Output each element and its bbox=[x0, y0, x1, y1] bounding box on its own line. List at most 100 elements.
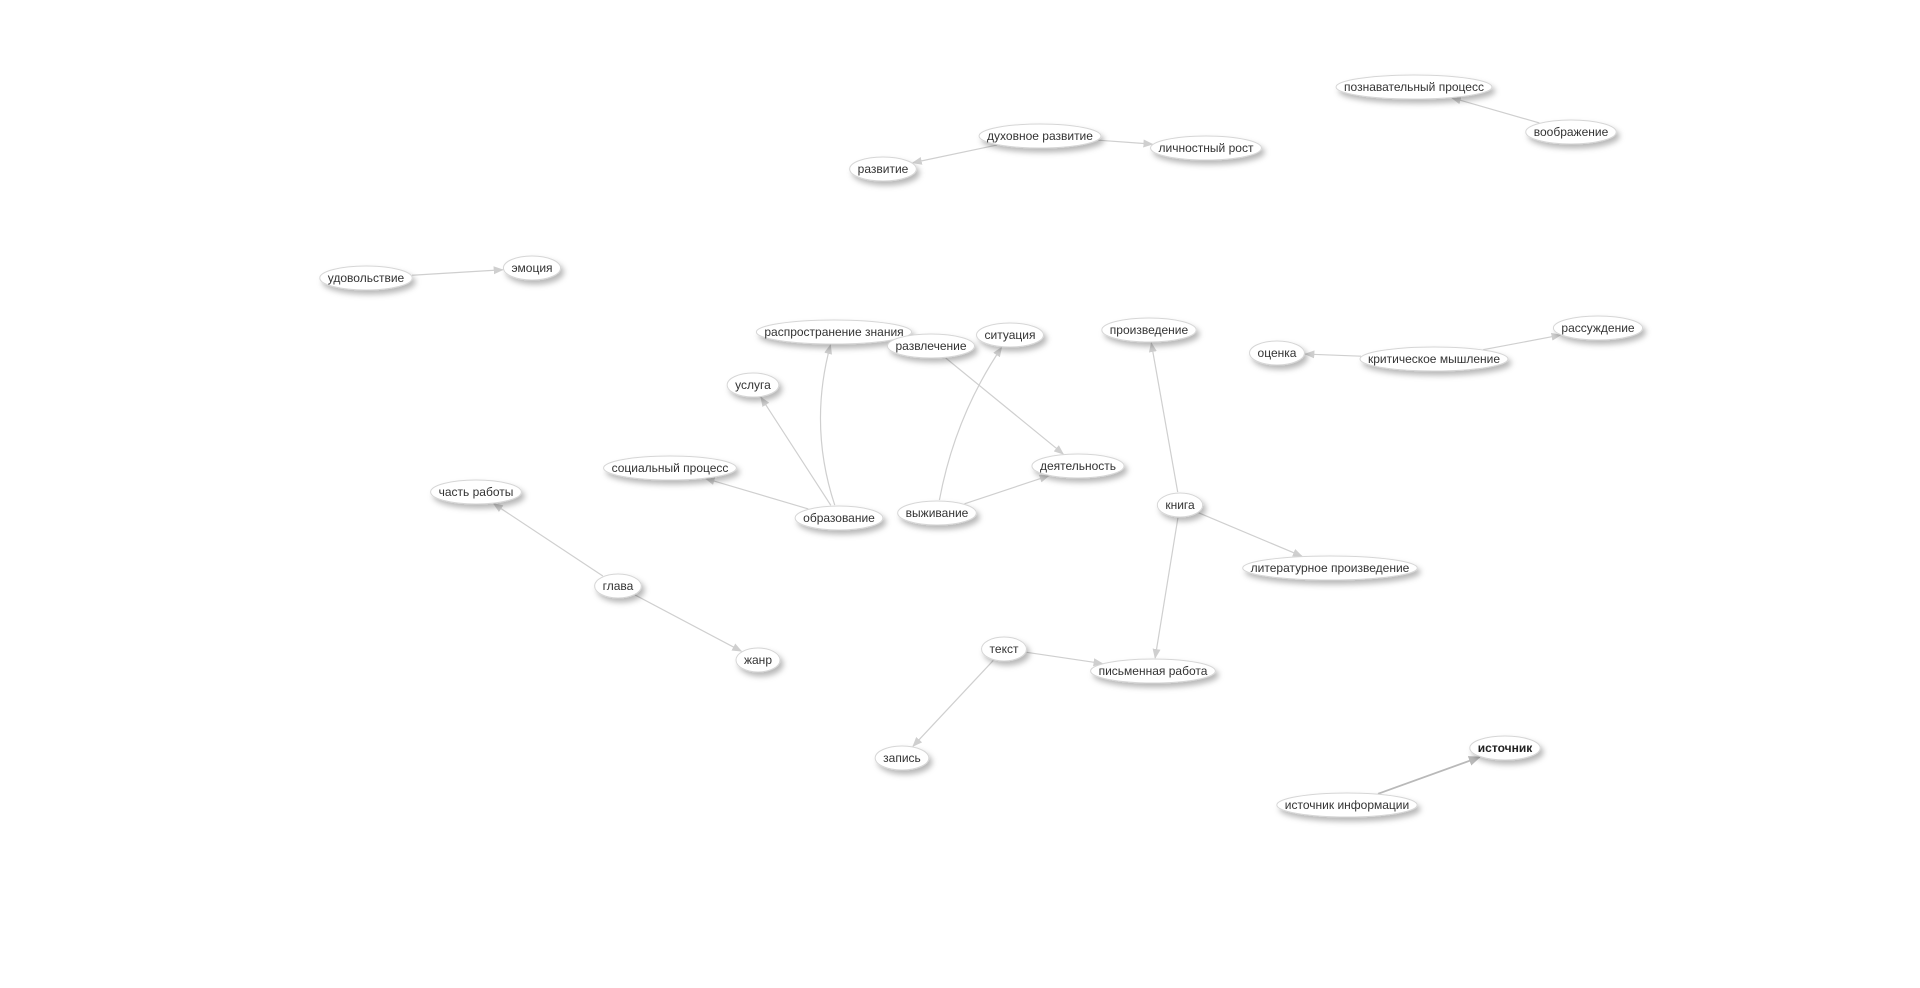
graph-node-label: жанр bbox=[744, 653, 772, 667]
graph-edge-voobrazhenie-to-poznavatelny bbox=[1450, 96, 1540, 124]
graph-node-ellipse bbox=[1156, 492, 1204, 518]
graph-node-udovolstvie[interactable]: удовольствие bbox=[319, 265, 413, 291]
graph-node-ellipse bbox=[1242, 555, 1418, 581]
graph-node-ellipse bbox=[1101, 317, 1197, 343]
graph-node-ellipse bbox=[726, 372, 780, 398]
graph-node-label: распространение знания bbox=[764, 325, 903, 339]
graph-node-label: выживание bbox=[906, 506, 969, 520]
graph-node-otsenka[interactable]: оценка bbox=[1249, 340, 1305, 366]
graph-edge-vyzhivanie-to-deyatelnost bbox=[964, 474, 1050, 505]
graph-node-emotsiya[interactable]: эмоция bbox=[502, 255, 562, 281]
graph-node-kriticheskoe[interactable]: критическое мышление bbox=[1359, 346, 1509, 372]
graph-node-ellipse bbox=[976, 322, 1044, 348]
graph-node-label: литературное произведение bbox=[1251, 561, 1410, 575]
graph-node-label: воображение bbox=[1534, 125, 1609, 139]
edges-layer bbox=[411, 96, 1562, 795]
graph-node-dukhovnoe[interactable]: духовное развитие bbox=[978, 123, 1102, 149]
graph-edge-kniga-to-literaturnoe bbox=[1198, 512, 1303, 557]
graph-edge-tekst-to-pismennaya bbox=[1026, 651, 1104, 667]
graph-node-poznavatelny[interactable]: познавательный процесс bbox=[1335, 74, 1493, 100]
graph-node-label: образование bbox=[803, 511, 875, 525]
graph-edge-tekst-to-zapis bbox=[912, 660, 994, 747]
nodes-layer: познавательный процесс воображение духовно… bbox=[319, 74, 1644, 818]
graph-node-label: познавательный процесс bbox=[1344, 80, 1484, 94]
graph-node-rasprostranenie[interactable]: распространение знания bbox=[755, 319, 913, 345]
graph-node-label: личностный рост bbox=[1159, 141, 1254, 155]
graph-node-obrazovanie[interactable]: образование bbox=[794, 505, 884, 531]
graph-node-label: глава bbox=[603, 579, 634, 593]
graph-node-istochnik[interactable]: источник bbox=[1469, 735, 1541, 761]
graph-node-ellipse bbox=[978, 123, 1102, 149]
graph-node-proizvedenie[interactable]: произведение bbox=[1101, 317, 1197, 343]
graph-edge-dukhovnoe-to-razvitie bbox=[911, 144, 998, 165]
graph-node-deyatelnost[interactable]: деятельность bbox=[1031, 453, 1125, 479]
graph-node-tekst[interactable]: текст bbox=[981, 636, 1027, 662]
graph-node-ellipse bbox=[1335, 74, 1493, 100]
graph-edge-kniga-to-pismennaya bbox=[1152, 517, 1179, 660]
graph-node-ellipse bbox=[1276, 792, 1418, 818]
graph-node-label: деятельность bbox=[1040, 459, 1116, 473]
graph-node-ellipse bbox=[981, 636, 1027, 662]
graph-node-ellipse bbox=[794, 505, 884, 531]
graph-node-voobrazhenie[interactable]: воображение bbox=[1525, 119, 1617, 145]
graph-node-label: книга bbox=[1165, 498, 1195, 512]
graph-node-label: ситуация bbox=[985, 328, 1036, 342]
graph-node-chast[interactable]: часть работы bbox=[430, 479, 522, 505]
graph-edge-razvlechenie-to-deyatelnost bbox=[945, 357, 1064, 455]
graph-edge-glava-to-zhanr bbox=[634, 594, 743, 652]
graph-node-razvitie[interactable]: развитие bbox=[849, 156, 917, 182]
graph-edge-obrazovanie-to-usluga bbox=[760, 396, 832, 506]
graph-node-ellipse bbox=[897, 500, 977, 526]
graph-node-label: услуга bbox=[735, 378, 771, 392]
graph-node-label: эмоция bbox=[511, 261, 552, 275]
graph-node-rassuzhdenie[interactable]: рассуждение bbox=[1552, 315, 1644, 341]
graph-edge-dukhovnoe-to-lichnostny bbox=[1098, 139, 1154, 148]
graph-node-label: источник информации bbox=[1285, 798, 1409, 812]
graph-node-label: социальный процесс bbox=[612, 461, 729, 475]
graph-node-label: произведение bbox=[1110, 323, 1189, 337]
graph-node-label: оценка bbox=[1258, 346, 1297, 360]
graph-node-zhanr[interactable]: жанр bbox=[735, 647, 781, 673]
graph-node-ellipse bbox=[874, 745, 930, 771]
graph-node-label: духовное развитие bbox=[987, 129, 1093, 143]
graph-node-label: текст bbox=[990, 642, 1019, 656]
graph-node-pismennaya[interactable]: письменная работа bbox=[1090, 658, 1216, 684]
graph-edge-kriticheskoe-to-rassuzhdenie bbox=[1483, 332, 1562, 351]
graph-edge-vyzhivanie-to-situatsiya bbox=[938, 346, 1003, 501]
graph-node-ellipse bbox=[735, 647, 781, 673]
graph-node-ellipse bbox=[1249, 340, 1305, 366]
graph-node-ellipse bbox=[1525, 119, 1617, 145]
graph-node-zapis[interactable]: запись bbox=[874, 745, 930, 771]
graph-node-label: критическое мышление bbox=[1368, 352, 1500, 366]
graph-edge-obrazovanie-to-rasprostranenie bbox=[819, 343, 836, 506]
graph-node-ellipse bbox=[603, 455, 737, 481]
graph-node-label: удовольствие bbox=[328, 271, 405, 285]
graph-node-ellipse bbox=[1359, 346, 1509, 372]
graph-node-literaturnoe[interactable]: литературное произведение bbox=[1242, 555, 1418, 581]
graph-node-razvlechenie[interactable]: развлечение bbox=[886, 333, 976, 359]
graph-node-label: запись bbox=[883, 751, 921, 765]
graph-node-label: часть работы bbox=[439, 485, 514, 499]
graph-node-ellipse bbox=[319, 265, 413, 291]
graph-node-ellipse bbox=[430, 479, 522, 505]
graph-node-ellipse bbox=[849, 156, 917, 182]
graph-node-ellipse bbox=[1469, 735, 1541, 761]
graph-node-kniga[interactable]: книга bbox=[1156, 492, 1204, 518]
graph-node-usluga[interactable]: услуга bbox=[726, 372, 780, 398]
graph-node-ellipse bbox=[1031, 453, 1125, 479]
graph-edge-obrazovanie-to-sotsialny bbox=[704, 477, 809, 510]
graph-node-situatsiya[interactable]: ситуация bbox=[976, 322, 1044, 348]
graph-node-lichnostny[interactable]: личностный рост bbox=[1150, 135, 1262, 161]
graph-node-sotsialny[interactable]: социальный процесс bbox=[603, 455, 737, 481]
graph-node-vyzhivanie[interactable]: выживание bbox=[897, 500, 977, 526]
graph-node-ellipse bbox=[594, 573, 642, 599]
graph-node-ellipse bbox=[755, 319, 913, 345]
graph-node-ellipse bbox=[1090, 658, 1216, 684]
graph-node-glava[interactable]: глава bbox=[594, 573, 642, 599]
graph-node-label: письменная работа bbox=[1099, 664, 1208, 678]
graph-edge-istochnik_info-to-istochnik bbox=[1377, 756, 1481, 795]
graph-edge-kniga-to-proizvedenie bbox=[1148, 341, 1179, 493]
graph-node-istochnik_info[interactable]: источник информации bbox=[1276, 792, 1418, 818]
graph-edge-glava-to-chast bbox=[492, 503, 604, 577]
